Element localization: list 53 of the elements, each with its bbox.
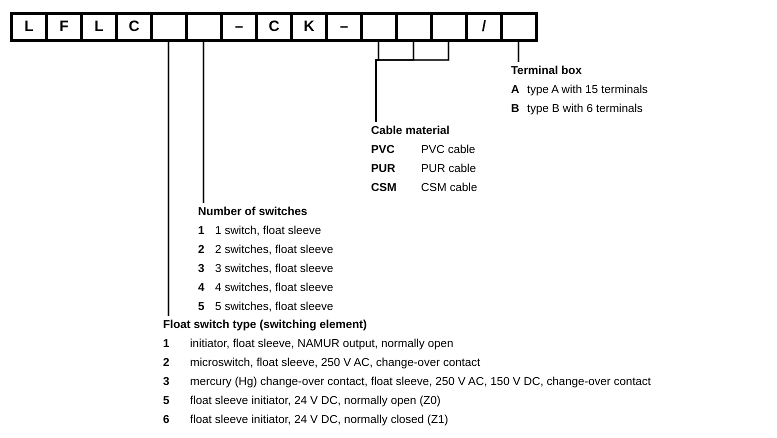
- option-code: 4: [198, 281, 206, 296]
- option-heading: Cable material: [371, 124, 451, 139]
- code-cell: [430, 12, 468, 42]
- option-description: float sleeve initiator, 24 V DC, normally open (Z0): [190, 394, 441, 409]
- option-description: 2 switches, float sleeve: [215, 243, 334, 258]
- option-description: CSM cable: [421, 181, 478, 196]
- option-description: float sleeve initiator, 24 V DC, normally closed (Z1): [190, 413, 448, 428]
- code-cell: F: [45, 12, 83, 42]
- code-cell: [185, 12, 223, 42]
- option-description: 3 switches, float sleeve: [215, 262, 334, 277]
- code-cell: –: [325, 12, 363, 42]
- option-code: CSM: [371, 181, 398, 196]
- option-code: 5: [163, 394, 170, 409]
- leader-line: [375, 42, 450, 122]
- option-heading: Float switch type (switching element): [163, 318, 368, 333]
- leader-line: [518, 42, 520, 62]
- leader-line: [202, 42, 204, 203]
- option-code: 1: [163, 337, 170, 352]
- option-description: microswitch, float sleeve, 250 V AC, change-over contact: [190, 356, 480, 371]
- option-code: 2: [163, 356, 170, 371]
- code-cell: [395, 12, 433, 42]
- code-cell: [500, 12, 538, 42]
- option-code: 3: [163, 375, 170, 390]
- option-code: 2: [198, 243, 206, 258]
- option-code: 1: [198, 224, 206, 239]
- option-description: PVC cable: [421, 143, 476, 158]
- option-description: initiator, float sleeve, NAMUR output, normally open: [190, 337, 454, 352]
- option-code: PVC: [371, 143, 396, 158]
- option-description: 4 switches, float sleeve: [215, 281, 334, 296]
- option-description: 1 switch, float sleeve: [215, 224, 322, 239]
- option-description: 5 switches, float sleeve: [215, 300, 334, 315]
- leader-line: [168, 42, 170, 316]
- code-cell: K: [290, 12, 328, 42]
- option-description: PUR cable: [421, 162, 476, 177]
- code-cell: –: [220, 12, 258, 42]
- option-heading: Number of switches: [198, 205, 308, 220]
- option-heading: Terminal box: [511, 64, 583, 79]
- option-code: 6: [163, 413, 170, 428]
- code-cell: L: [10, 12, 48, 42]
- option-code: A: [511, 83, 520, 98]
- option-code: B: [511, 102, 520, 117]
- code-cell: C: [255, 12, 293, 42]
- code-cell: L: [80, 12, 118, 42]
- option-code: 3: [198, 262, 206, 277]
- code-cell: [360, 12, 398, 42]
- option-code: PUR: [371, 162, 396, 177]
- code-cell: /: [465, 12, 503, 42]
- code-cell: [150, 12, 188, 42]
- option-description: type B with 6 terminals: [527, 102, 643, 117]
- option-code: 5: [198, 300, 206, 315]
- option-description: mercury (Hg) change-over contact, float sleeve, 250 V AC, 150 V DC, change-over contact: [190, 375, 651, 390]
- option-description: type A with 15 terminals: [527, 83, 648, 98]
- code-cell: C: [115, 12, 153, 42]
